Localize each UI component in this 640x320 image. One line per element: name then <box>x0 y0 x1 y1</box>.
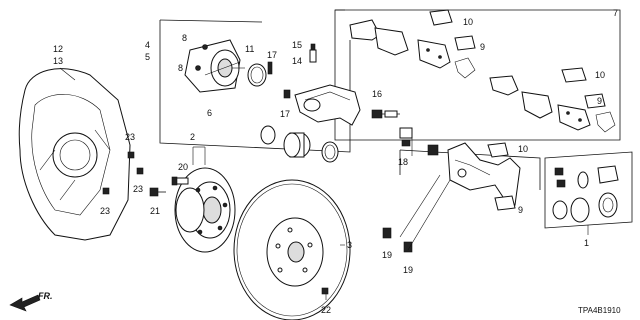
bracket-bolt-lower <box>403 241 413 253</box>
label-20: 20 <box>178 162 188 172</box>
label-16: 16 <box>372 89 382 99</box>
shield-bolt-23b <box>136 167 144 175</box>
splash-shield <box>18 68 131 241</box>
front-direction-arrow: FR. <box>9 291 53 312</box>
label-9a: 9 <box>480 42 485 52</box>
label-23b: 23 <box>133 184 143 194</box>
shield-bolt-23a <box>127 151 135 159</box>
pad-clip-lower <box>595 111 616 133</box>
caliper-body <box>294 84 361 126</box>
dust-boot <box>321 141 339 163</box>
label-1: 1 <box>584 238 589 248</box>
label-10c: 10 <box>518 144 528 154</box>
label-15: 15 <box>292 40 302 50</box>
label-9b: 9 <box>597 96 602 106</box>
caliper-seal-ring <box>247 63 267 87</box>
callout-labels: 12 13 4 5 8 8 11 6 17 15 14 17 16 18 2 2… <box>53 8 618 315</box>
pad-shim-upper <box>417 39 451 69</box>
pad-clip-upper <box>454 57 476 79</box>
caliper-piston-assy <box>184 39 241 93</box>
label-17b: 17 <box>280 109 290 119</box>
diagram-code: TPA4B1910 <box>578 306 621 315</box>
label-18: 18 <box>398 157 408 167</box>
retainer-clip-9c <box>494 195 516 211</box>
piston-seal <box>260 125 276 145</box>
disc-screw-22 <box>321 287 329 295</box>
bolt-17-upper <box>267 61 273 75</box>
label-11: 11 <box>245 44 254 54</box>
bolt-17-lower <box>283 89 291 99</box>
label-6: 6 <box>207 108 212 118</box>
seal-kit-frame <box>544 151 633 229</box>
label-10a: 10 <box>463 17 473 27</box>
hub-bolt-20 <box>171 176 189 186</box>
label-3: 3 <box>347 240 352 250</box>
retainer-clip-10a <box>429 9 453 26</box>
hub-bearing <box>174 167 236 253</box>
label-10b: 10 <box>595 70 605 80</box>
shield-bolt-23c <box>102 187 110 195</box>
bracket-bolt-upper <box>382 227 392 239</box>
retainer-clip-10b <box>561 67 587 83</box>
label-12: 12 <box>53 44 63 54</box>
label-9c: 9 <box>518 205 523 215</box>
label-22: 22 <box>321 305 331 315</box>
fr-label: FR. <box>38 291 53 301</box>
brake-pad-lower <box>489 75 553 119</box>
label-14: 14 <box>292 56 302 66</box>
seal-kit-parts <box>552 165 619 223</box>
guide-pin <box>371 109 400 119</box>
label-7: 7 <box>613 8 618 18</box>
piston <box>283 132 311 158</box>
caliper-bracket <box>447 142 521 206</box>
bleeder-screw <box>309 43 317 63</box>
leader-lines <box>59 61 589 300</box>
label-4: 4 <box>145 40 150 50</box>
label-13: 13 <box>53 56 63 66</box>
retainer-clip-9a <box>454 35 476 51</box>
label-19b: 19 <box>403 265 413 275</box>
brake-pad-upper <box>349 19 409 56</box>
label-19a: 19 <box>382 250 392 260</box>
label-17a: 17 <box>267 50 277 60</box>
label-2: 2 <box>190 132 195 142</box>
pad-shim-lower <box>557 104 591 131</box>
retainer-clip-9b <box>584 93 606 109</box>
label-21: 21 <box>150 206 160 216</box>
brake-disc <box>233 179 351 320</box>
label-5: 5 <box>145 52 150 62</box>
bracket-frame <box>399 149 541 190</box>
label-23a: 23 <box>125 132 135 142</box>
label-8b: 8 <box>178 63 183 73</box>
label-8a: 8 <box>182 33 187 43</box>
hub-bolt-21 <box>149 187 166 197</box>
retainer-clip-10c <box>487 142 509 158</box>
label-23c: 23 <box>100 206 110 216</box>
